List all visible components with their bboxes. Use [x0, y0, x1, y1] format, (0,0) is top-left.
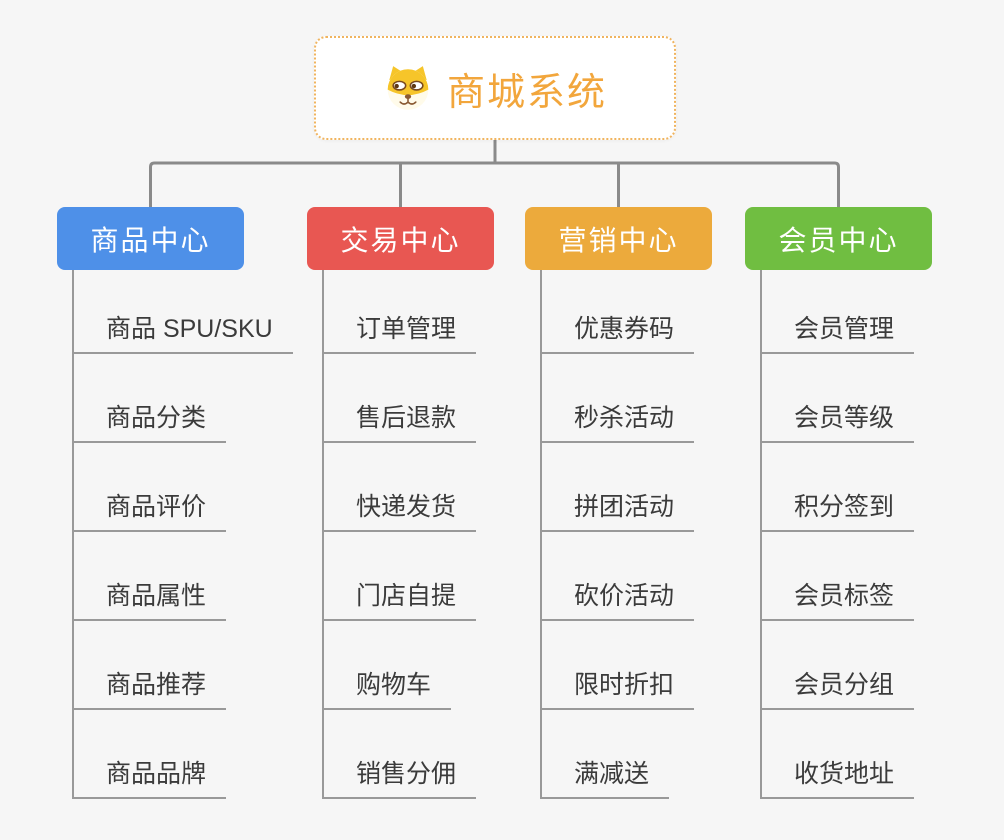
sub-topic-2-2[interactable]: 售后退款 [322, 403, 477, 443]
sub-topic-3-5[interactable]: 限时折扣 [540, 670, 695, 710]
root-title: 商城系统 [446, 71, 607, 114]
sub-topic-4-2[interactable]: 会员等级 [760, 403, 915, 443]
sub-topic-3-2[interactable]: 秒杀活动 [540, 403, 695, 443]
sub-topic-3-3[interactable]: 拼团活动 [540, 492, 695, 532]
branch-node-1[interactable]: 商品中心 [57, 207, 244, 270]
dog-face-icon [383, 63, 433, 113]
sub-topic-4-5[interactable]: 会员分组 [760, 670, 915, 710]
sub-topic-1-5[interactable]: 商品推荐 [72, 670, 227, 710]
sub-topic-4-3[interactable]: 积分签到 [760, 492, 915, 532]
sub-topic-2-6[interactable]: 销售分佣 [322, 759, 477, 799]
branch-4-spine-line [760, 270, 762, 799]
sub-topic-2-5[interactable]: 购物车 [322, 670, 452, 710]
sub-topic-4-6[interactable]: 收货地址 [760, 759, 915, 799]
sub-topic-3-6[interactable]: 满减送 [540, 759, 670, 799]
sub-topic-2-3[interactable]: 快递发货 [322, 492, 477, 532]
sub-topic-1-2[interactable]: 商品分类 [72, 403, 227, 443]
branch-node-4[interactable]: 会员中心 [745, 207, 932, 270]
sub-topic-1-3[interactable]: 商品评价 [72, 492, 227, 532]
branch-node-3[interactable]: 营销中心 [525, 207, 712, 270]
sub-topic-3-4[interactable]: 砍价活动 [540, 581, 695, 621]
branch-3-spine-line [540, 270, 542, 799]
sub-topic-1-4[interactable]: 商品属性 [72, 581, 227, 621]
branch-node-2[interactable]: 交易中心 [307, 207, 494, 270]
branch-2-spine-line [322, 270, 324, 799]
sub-topic-2-4[interactable]: 门店自提 [322, 581, 477, 621]
root-node[interactable]: 商城系统 [314, 36, 676, 140]
sub-topic-1-6[interactable]: 商品品牌 [72, 759, 227, 799]
sub-topic-3-1[interactable]: 优惠券码 [540, 314, 695, 354]
sub-topic-2-1[interactable]: 订单管理 [322, 314, 477, 354]
sub-topic-4-1[interactable]: 会员管理 [760, 314, 915, 354]
sub-topic-4-4[interactable]: 会员标签 [760, 581, 915, 621]
branch-1-spine-line [72, 270, 74, 799]
sub-topic-1-1[interactable]: 商品 SPU/SKU [72, 314, 293, 354]
